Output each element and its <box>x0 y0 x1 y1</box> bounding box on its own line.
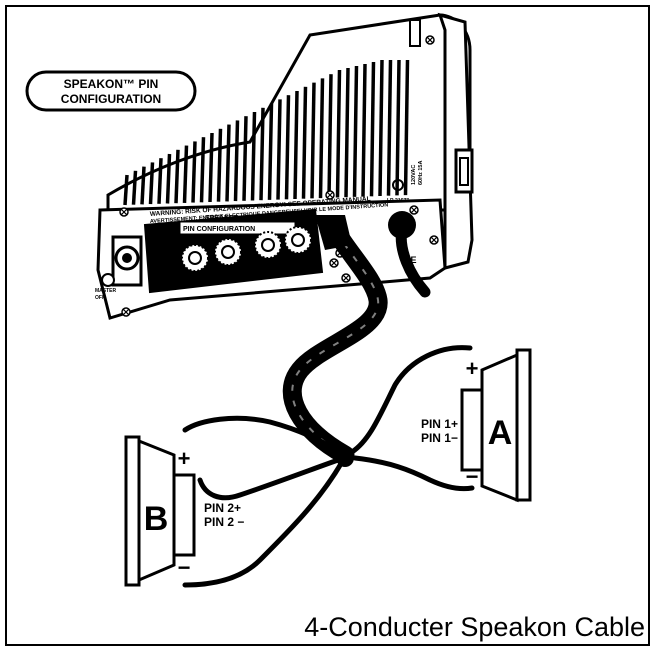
screw-icon <box>426 36 434 44</box>
binding-post-icon <box>182 245 208 271</box>
speaker-a-plus: + <box>466 356 479 381</box>
vent-slot <box>363 64 365 197</box>
binding-post-icon <box>285 227 311 253</box>
screw-icon <box>410 206 418 214</box>
amplifier: PIN CONFIGURATION SPEAKER WARNING: RISK … <box>95 15 472 318</box>
badge-line-2: CONFIGURATION <box>61 92 161 106</box>
vent-slot <box>372 62 374 196</box>
speaker-a: A + − PIN 1+ PIN 1− <box>421 350 530 500</box>
screw-icon <box>120 208 128 216</box>
speaker-a-pin-neg: PIN 1− <box>421 431 458 445</box>
binding-post-icon <box>215 239 241 265</box>
vent-slot <box>168 154 170 204</box>
speaker-b-minus: − <box>178 555 191 580</box>
pin-config-label: PIN CONFIGURATION <box>183 226 255 233</box>
master-label-1: MASTER <box>95 288 117 294</box>
vent-slot <box>227 125 229 202</box>
pin-config-badge: SPEAKON™ PIN CONFIGURATION <box>27 72 195 110</box>
vent-slot <box>270 104 272 200</box>
vent-slot <box>355 66 357 197</box>
vent-slot <box>338 70 340 198</box>
power-cord-grommet <box>388 211 416 239</box>
vent-slot <box>312 83 314 199</box>
screw-icon <box>430 236 438 244</box>
speakon-jack-icon <box>113 237 141 285</box>
vent-slot <box>329 74 331 198</box>
speaker-a-pin-pos: PIN 1+ <box>421 417 458 431</box>
vent-slot <box>176 150 178 203</box>
screw-icon <box>326 191 334 199</box>
vent-slot <box>236 120 238 201</box>
vent-slot <box>346 68 348 197</box>
speaker-a-magnet <box>462 390 482 470</box>
speaker-a-rim <box>517 350 530 500</box>
speaker-b-pin-pos: PIN 2+ <box>204 501 241 515</box>
vent-slot <box>151 162 153 204</box>
screw-icon <box>330 259 338 267</box>
vent-slot <box>185 146 187 203</box>
screw-icon <box>342 274 350 282</box>
vent-slot <box>253 112 255 201</box>
speaker-b-letter: B <box>144 500 169 538</box>
vent-slot <box>304 87 306 199</box>
vent-slot <box>159 158 161 204</box>
power-rating-1: 120VAC <box>411 165 417 185</box>
vent-slot <box>210 133 212 202</box>
vent-slot <box>244 116 246 201</box>
badge-line-1: SPEAKON™ PIN <box>64 77 159 91</box>
master-label-2: OFF <box>95 295 105 301</box>
speaker-b: B + − PIN 2+ PIN 2 − <box>126 437 244 585</box>
vent-slot <box>380 60 382 196</box>
caption: 4-Conducter Speakon Cable <box>304 612 645 643</box>
speaker-b-rim <box>126 437 139 585</box>
vent-slot <box>295 91 297 199</box>
top-tab <box>410 20 420 46</box>
speaker-wires <box>185 348 472 585</box>
vent-slot <box>397 60 399 195</box>
amp-side-panel <box>440 15 472 268</box>
power-rating-2: 60Hz 15A <box>418 161 424 185</box>
vent-slot <box>389 60 391 196</box>
vent-slot <box>406 60 408 195</box>
vent-slot <box>287 95 289 199</box>
vent-slot <box>142 167 144 205</box>
vent-slot <box>134 171 136 205</box>
listing-text: LR 21677 <box>387 198 409 204</box>
vent-slot <box>125 175 127 205</box>
channel-b-label: B <box>168 224 181 244</box>
speaker-a-letter: A <box>488 414 513 452</box>
vent-slot <box>321 78 323 198</box>
speaker-b-magnet <box>174 475 194 555</box>
vent-slot <box>193 141 195 202</box>
speaker-b-plus: + <box>178 446 191 471</box>
speaker-a-minus: − <box>466 464 479 489</box>
vent-slot <box>261 108 263 200</box>
speaker-b-pin-neg: PIN 2 − <box>204 515 244 529</box>
binding-post-icon <box>255 232 281 258</box>
vent-slot <box>202 137 204 202</box>
screw-icon <box>122 308 130 316</box>
vent-slot <box>219 129 221 202</box>
vent-slot <box>278 99 280 199</box>
